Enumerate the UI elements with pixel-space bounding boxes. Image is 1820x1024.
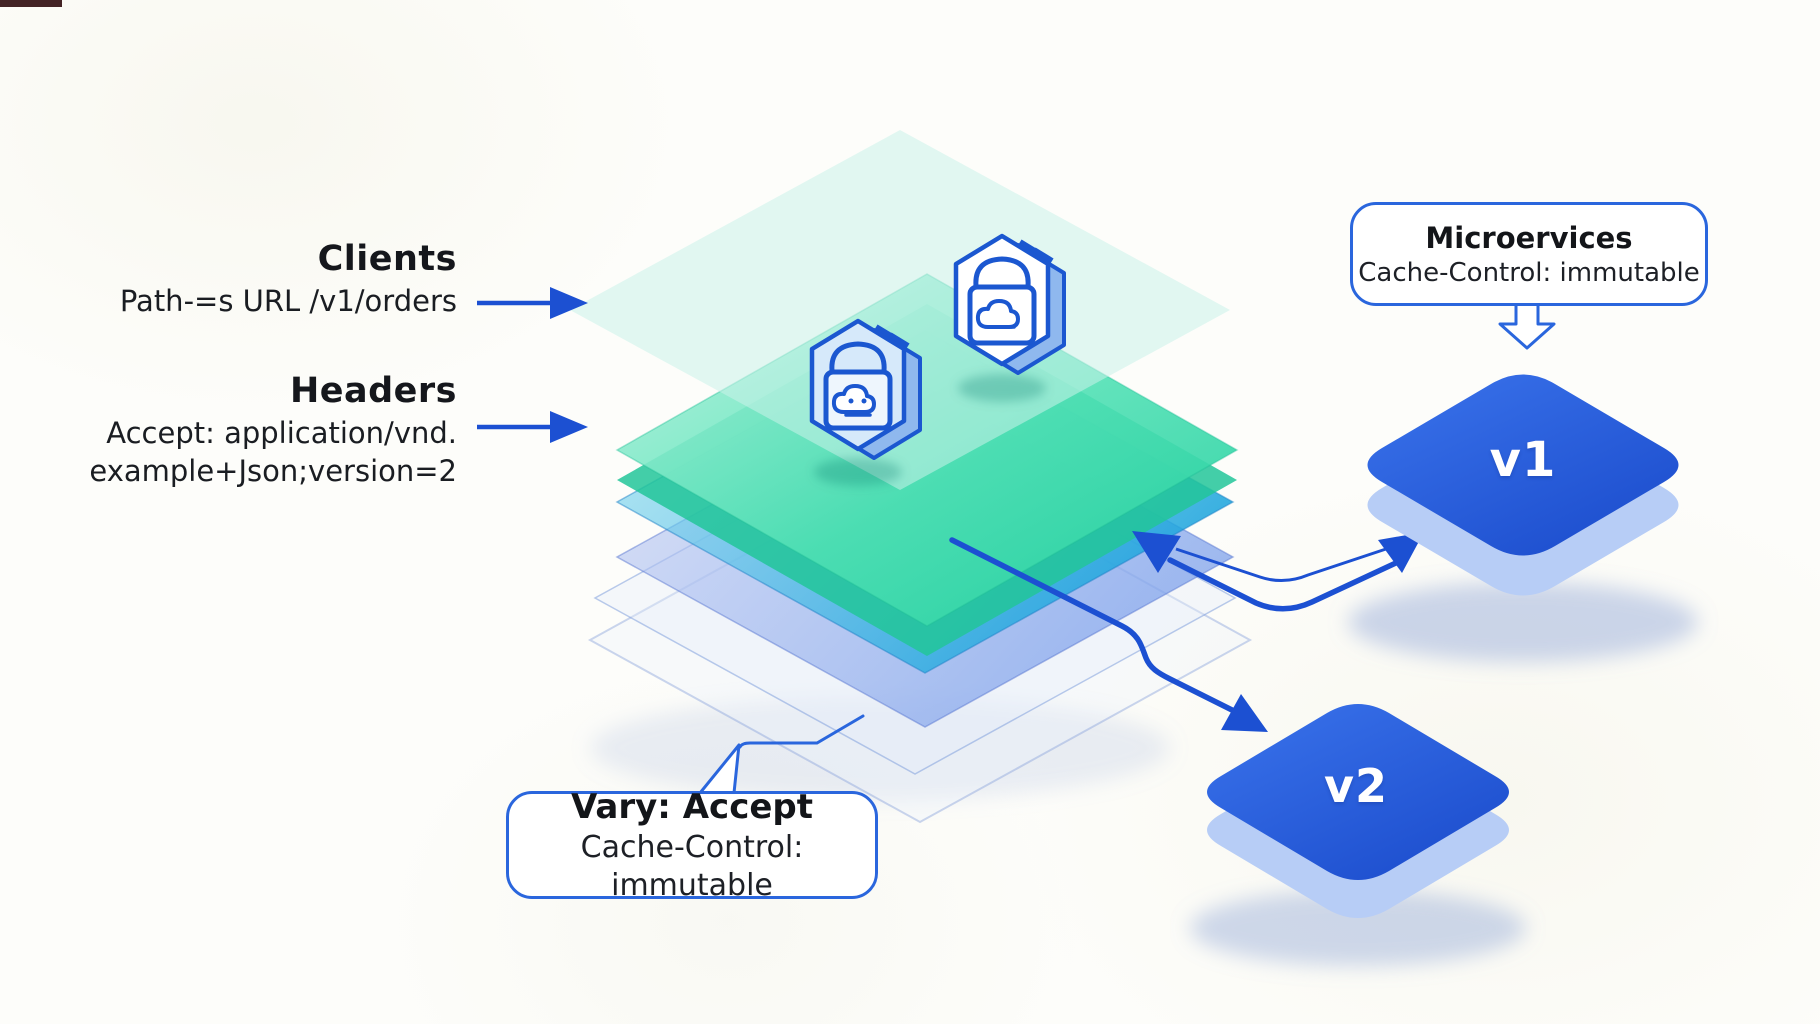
vary-callout-subtitle: Cache-Control: immutable: [580, 830, 804, 903]
icon-handle: [829, 341, 887, 374]
v1-node: [1367, 374, 1679, 556]
clients-line: Path-=s URL /v1/orders: [119, 284, 457, 318]
api-layer-stack: [570, 130, 1253, 824]
icon-dot: [861, 398, 867, 404]
package-badge-icon: [953, 233, 1066, 375]
package-badge-icon: [809, 318, 922, 460]
stack-v1-double-arrow: [1132, 531, 1424, 612]
headers-title: Headers: [289, 371, 457, 411]
vary-callout-title: Vary: Accept: [570, 787, 814, 827]
v2-node-label: v2: [1324, 759, 1388, 813]
microservices-callout: Microervices Cache-Control: immutable: [1350, 202, 1708, 306]
headers-arrow: [477, 411, 588, 443]
icon-shadow: [958, 374, 1046, 402]
icon-cloud: [831, 384, 876, 414]
headers-line-1: Accept: application/vnd.: [106, 416, 457, 450]
clients-label-block: Clients Path-=s URL /v1/orders: [60, 236, 457, 320]
v2-shadow: [1190, 890, 1526, 966]
v1-node-label: v1: [1489, 432, 1557, 488]
v1-shadow: [1348, 582, 1698, 662]
icon-stripe: [1032, 247, 1054, 264]
microservices-callout-arrow: [1498, 306, 1556, 350]
vary-callout: Vary: Accept Cache-Control: immutable: [506, 787, 878, 903]
icon-shadow: [814, 458, 902, 486]
icon-cloud: [975, 299, 1020, 329]
icon-stripe: [888, 332, 910, 349]
corner-artifact: [0, 0, 62, 7]
microservices-callout-title: Microervices: [1425, 220, 1633, 255]
icon-handle: [973, 256, 1031, 289]
clients-title: Clients: [317, 239, 457, 279]
v2-node: [1207, 704, 1509, 880]
headers-line-2: example+Json;version=2: [89, 454, 457, 488]
microservices-callout-subtitle: Cache-Control: immutable: [1358, 257, 1700, 288]
clients-arrow: [477, 287, 588, 319]
mint-top-layer: [570, 130, 1230, 490]
stack-to-v2-arrow: [949, 537, 1268, 732]
headers-label-block: Headers Accept: application/vnd. example…: [60, 368, 457, 490]
icon-dot: [848, 398, 854, 404]
